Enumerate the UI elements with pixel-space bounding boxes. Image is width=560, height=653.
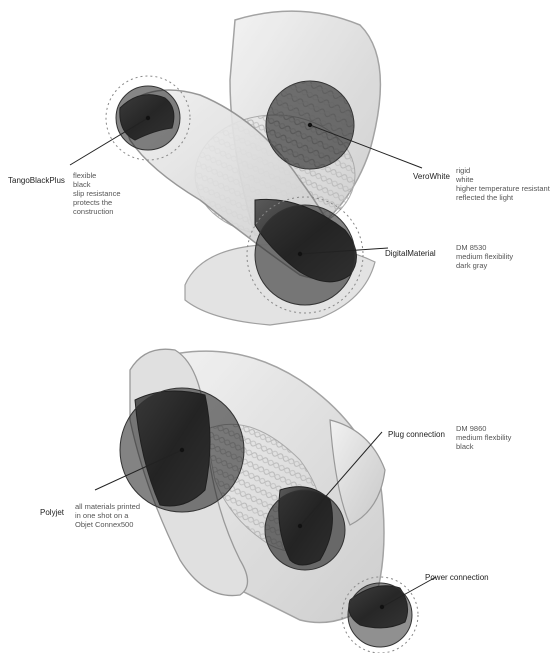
callout-power-connection: Power connection bbox=[425, 567, 489, 585]
callout-polyjet-description: all materials printed in one shot on a O… bbox=[75, 502, 140, 529]
top-leader-verowhite bbox=[309, 124, 423, 169]
callout-digitalmaterial: DigitalMaterial bbox=[385, 243, 436, 261]
callout-description-line: medium flexbility bbox=[456, 433, 512, 442]
bottom-leader-polyjet bbox=[94, 449, 183, 491]
top-lens-tangoblack-dashed bbox=[105, 75, 191, 161]
callout-name: DigitalMaterial bbox=[385, 249, 436, 258]
top-leader-tangoblack bbox=[69, 117, 149, 166]
callout-name: Power connection bbox=[425, 573, 489, 582]
bottom-lens-plug bbox=[264, 489, 346, 571]
callout-description-line: all materials printed bbox=[75, 502, 141, 511]
callout-description-line: protects the bbox=[73, 198, 113, 207]
callout-description-line: construction bbox=[73, 207, 114, 216]
top-leader-digitalmaterial bbox=[299, 247, 389, 255]
callout-description-line: slip resistance bbox=[73, 189, 121, 198]
bottom-lens-power bbox=[347, 582, 413, 648]
callout-name: Plug connection bbox=[388, 430, 445, 439]
callout-description-line: DM 9860 bbox=[456, 424, 487, 433]
bottom-headphone-illustration bbox=[94, 348, 437, 653]
top-lens-digitalmaterial bbox=[254, 204, 356, 306]
callout-description-line: DM 8530 bbox=[456, 243, 487, 252]
callout-tangoblackplus-description: flexible black slip resistance protects … bbox=[73, 171, 121, 216]
callout-description-line: Objet Connex500 bbox=[75, 520, 134, 529]
callout-verowhite-description: rigid white higher temperature resistant… bbox=[456, 166, 550, 202]
callout-description-line: flexible bbox=[73, 171, 97, 180]
callout-plug-connection-description: DM 9860 medium flexbility black bbox=[456, 424, 511, 451]
callout-name: Polyjet bbox=[40, 508, 65, 517]
callout-verowhite: VeroWhite bbox=[413, 166, 450, 184]
bottom-leader-power bbox=[381, 576, 437, 608]
callout-name: TangoBlackPlus bbox=[8, 176, 65, 185]
callout-polyjet: Polyjet bbox=[40, 502, 64, 520]
callout-description-line: black bbox=[73, 180, 91, 189]
top-headphone-illustration bbox=[69, 10, 423, 326]
callout-description-line: higher temperature resistant bbox=[456, 184, 550, 193]
callout-description-line: black bbox=[456, 442, 474, 451]
top-lens-digitalmaterial-dashed bbox=[246, 196, 364, 314]
callout-description-line: dark gray bbox=[456, 261, 488, 270]
callout-description-line: in one shot on a bbox=[75, 511, 129, 520]
bottom-right-arm bbox=[329, 419, 386, 526]
callout-description-line: reflected the light bbox=[456, 193, 514, 202]
callout-description-line: rigid bbox=[456, 166, 471, 175]
bottom-leader-plug bbox=[299, 431, 383, 527]
callout-plug-connection: Plug connection bbox=[388, 424, 445, 442]
callout-description-line: white bbox=[456, 175, 474, 184]
callout-digitalmaterial-description: DM 8530 medium flexibility dark gray bbox=[456, 243, 513, 270]
callout-description-line: medium flexibility bbox=[456, 252, 514, 261]
callout-name: VeroWhite bbox=[413, 172, 450, 181]
bottom-lens-power-dashed bbox=[341, 576, 419, 653]
callout-tangoblackplus: TangoBlackPlus bbox=[8, 170, 65, 188]
